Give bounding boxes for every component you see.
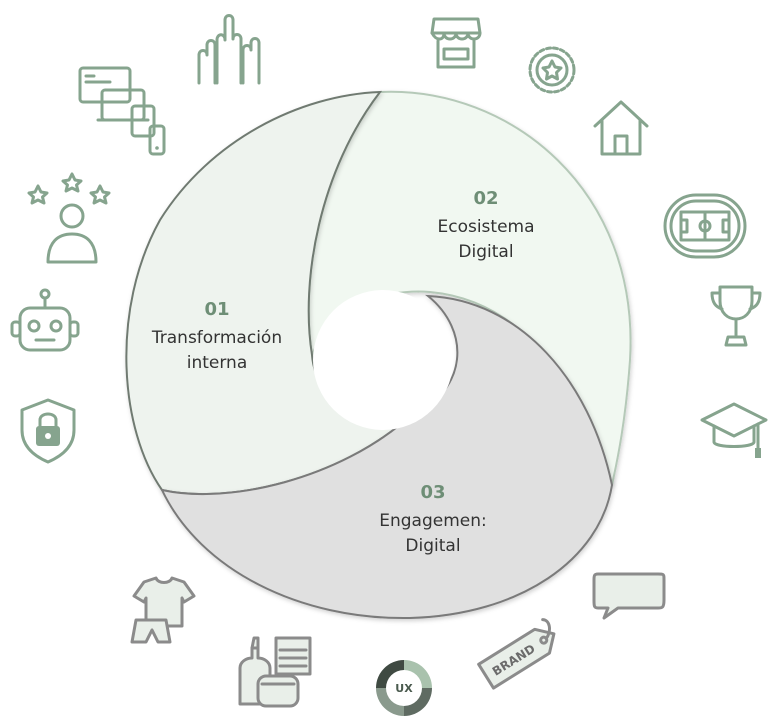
star-badge-icon — [528, 46, 576, 94]
segment-02-label-line1: Ecosistema — [437, 217, 534, 237]
trophy-icon — [710, 285, 762, 347]
segment-03 — [160, 294, 614, 620]
segment-01-number: 01 — [204, 299, 229, 320]
ux-ring-icon: UX — [376, 660, 432, 716]
brand-tag-icon: BRAND — [477, 618, 556, 690]
segment-03-label-line1: Engagemen: — [379, 511, 487, 531]
user-rating-icon — [27, 172, 111, 264]
graduation-cap-icon — [700, 402, 768, 458]
stadium-icon — [663, 193, 747, 259]
speech-bubble-icon — [592, 572, 666, 620]
segment-01-label-line1: Transformación — [151, 328, 282, 348]
house-icon — [593, 100, 649, 156]
market-stall-icon — [430, 17, 482, 69]
robot-icon — [10, 288, 80, 352]
cosmetics-icon — [238, 636, 312, 708]
segment-02-number: 02 — [473, 188, 498, 209]
segment-03-label-line2: Digital — [405, 536, 460, 556]
clothes-icon — [130, 576, 196, 644]
devices-icon — [78, 66, 166, 156]
segment-02-label-line2: Digital — [458, 242, 513, 262]
segment-01-label-line2: interna — [187, 353, 248, 373]
ux-ring-text: UX — [395, 682, 413, 695]
center-hole — [313, 290, 453, 430]
shield-lock-icon — [20, 398, 76, 464]
raised-hands-icon — [197, 14, 261, 85]
segment-03-number: 03 — [420, 482, 445, 503]
